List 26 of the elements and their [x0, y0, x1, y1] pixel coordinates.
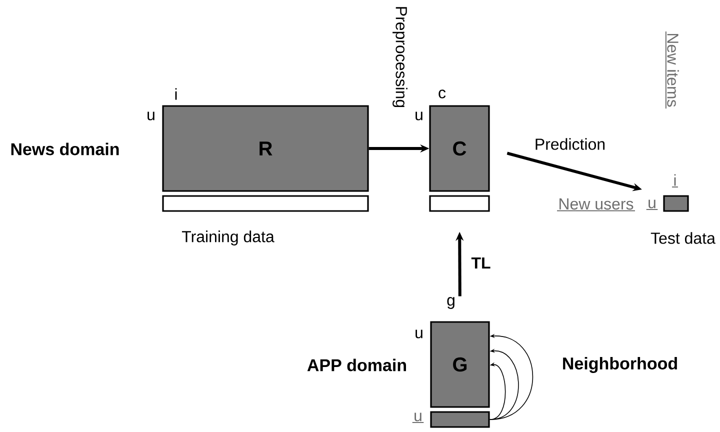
- axis-letter: u: [412, 412, 424, 423]
- axis-letter: u: [416, 330, 422, 338]
- data-bar: [162, 195, 369, 212]
- edge-label: Prediction: [533, 137, 607, 151]
- edge-label: TL: [470, 256, 492, 270]
- matrix-box: C: [429, 105, 490, 192]
- axis-letter: u: [416, 112, 422, 120]
- axis-letter: i: [672, 174, 678, 188]
- caption-label: Training data: [182, 230, 274, 246]
- axis-label: New items: [665, 30, 679, 110]
- axis-label: New users: [556, 198, 636, 212]
- data-bar: [429, 195, 490, 212]
- data-bar: [663, 195, 689, 212]
- domain-label: APP domain: [307, 358, 406, 372]
- axis-letter: u: [646, 200, 658, 210]
- edge-label: Preprocessing: [392, 4, 408, 110]
- caption-label: Test data: [650, 232, 716, 244]
- annotation-label: Neighborhood: [563, 357, 677, 373]
- axis-letter: i: [175, 88, 177, 100]
- matrix-box: G: [430, 321, 490, 408]
- axis-letter: u: [148, 112, 154, 120]
- axis-letter: c: [438, 90, 446, 98]
- domain-label: News domain: [11, 142, 119, 156]
- matrix-box: R: [162, 105, 369, 192]
- data-bar: [430, 411, 490, 428]
- axis-letter: g: [447, 297, 454, 309]
